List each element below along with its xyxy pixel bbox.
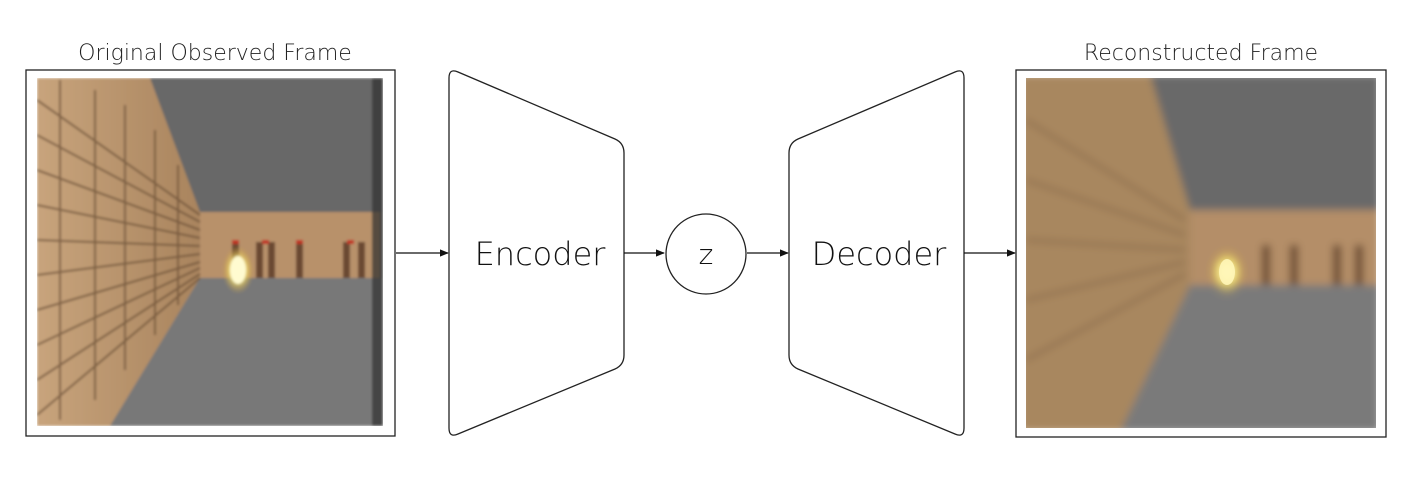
right-frame-caption: Reconstructed Frame xyxy=(1084,41,1318,66)
encoder-label: Encoder xyxy=(475,235,607,273)
left-frame-caption: Original Observed Frame xyxy=(78,41,352,66)
latent-z-label: z xyxy=(699,238,714,271)
original-frame-image xyxy=(37,78,383,426)
reconstructed-frame-image xyxy=(1020,74,1380,432)
decoder-label: Decoder xyxy=(812,235,948,273)
